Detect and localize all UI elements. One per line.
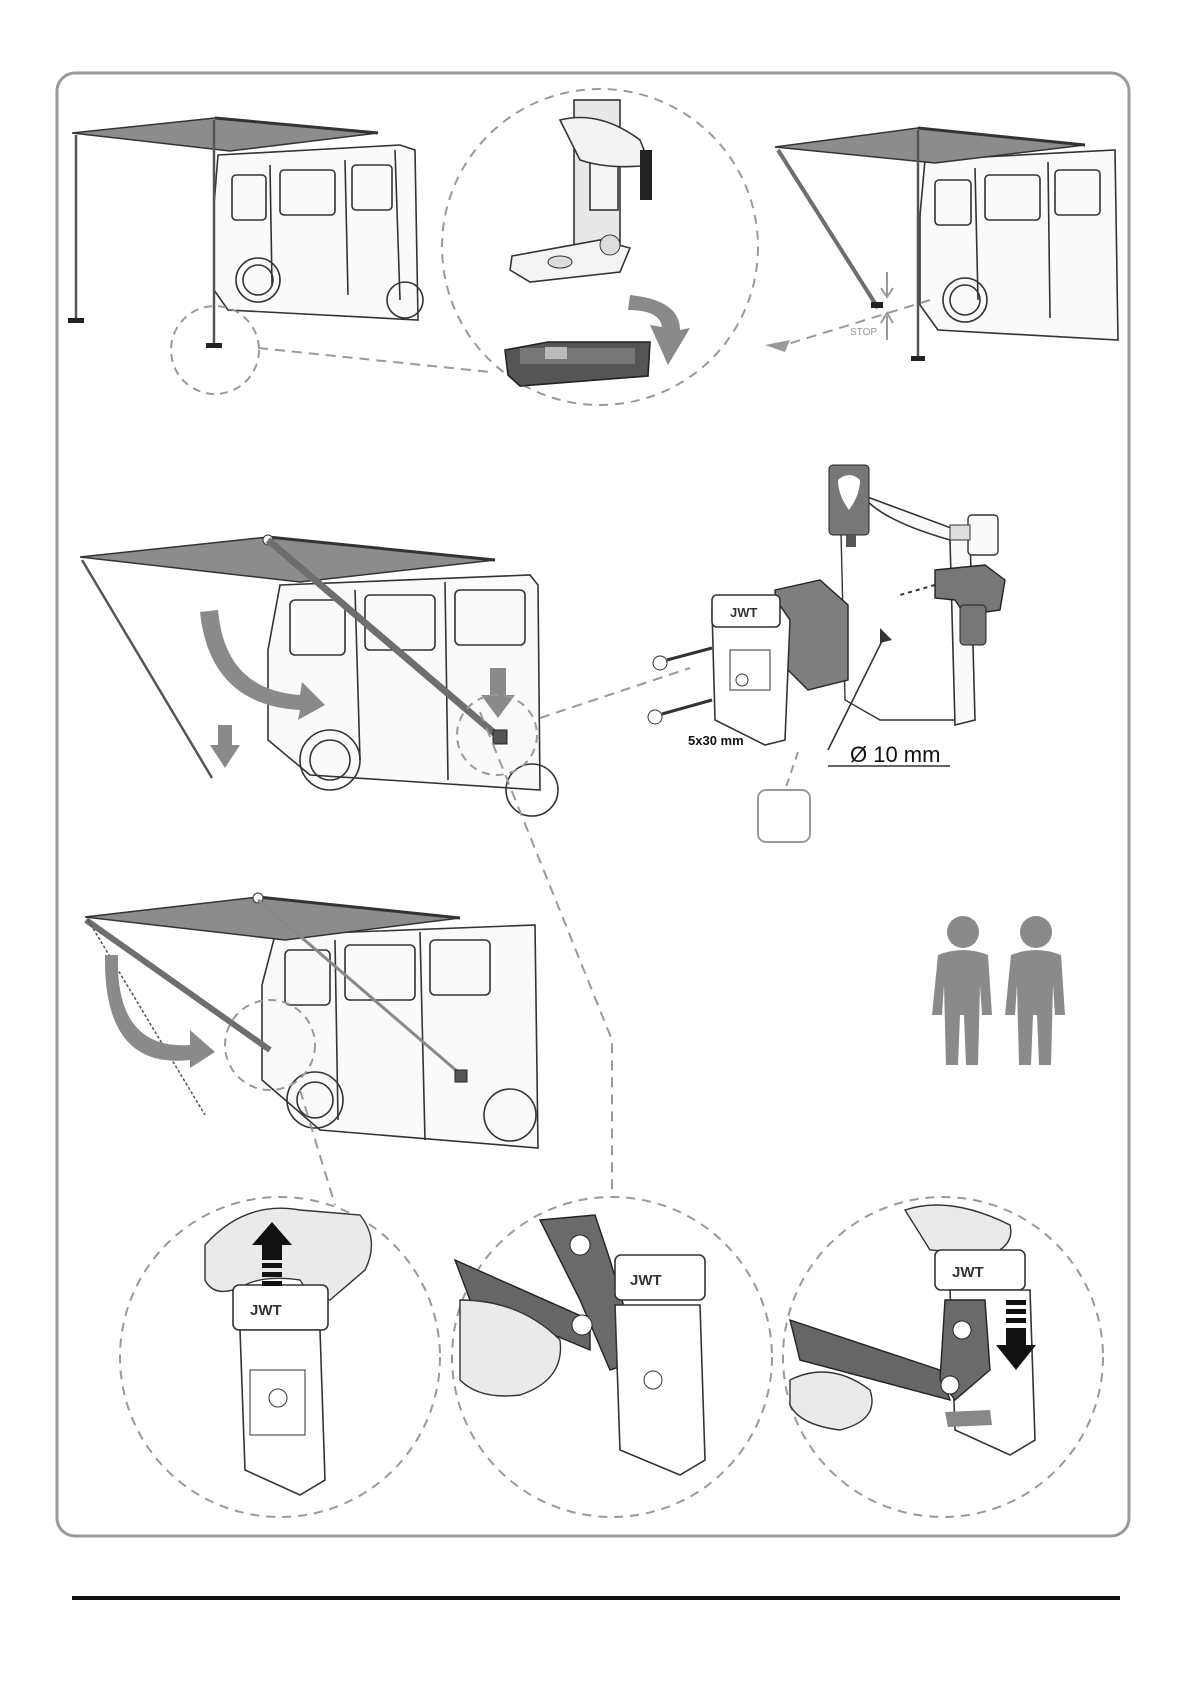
screw-icon: [653, 648, 712, 670]
support-pole: [778, 150, 878, 308]
footer-rule: [72, 1596, 1120, 1600]
stop-arrow-icon: [881, 272, 893, 297]
two-people-icon: [932, 916, 1065, 1065]
van-awning-lowering: [80, 535, 690, 816]
bracket-logo: JWT: [730, 605, 758, 620]
bracket-detail-insert: JWT: [452, 1197, 772, 1517]
van-awning-pole-tilted: STOP: [765, 128, 1118, 361]
bracket-detail-lock: JWT: [783, 1197, 1103, 1517]
van-illustration: [262, 925, 538, 1148]
van-illustration: [920, 150, 1118, 340]
screw-size-label: 5x30 mm: [688, 733, 744, 748]
pole-base-plate: [505, 342, 650, 386]
awning-canopy: [72, 118, 378, 151]
down-arrow-icon: [210, 725, 240, 768]
van-awning-poles-vertical: [68, 118, 490, 394]
stop-arrow-icon: [881, 313, 893, 340]
hand-icon: [790, 1372, 872, 1430]
bracket-mounting-detail: JWT 5x30 mm Ø 10 mm: [648, 465, 1005, 842]
pole-foot-detail: [442, 89, 758, 405]
bracket-logo: JWT: [952, 1264, 984, 1281]
stop-label: STOP: [850, 327, 877, 338]
bracket-detail-lift: JWT: [120, 1197, 440, 1517]
step-box: [758, 790, 810, 842]
drill-diameter-label: Ø 10 mm: [850, 742, 940, 767]
screw-icon: [648, 700, 712, 724]
sealant-tube-icon: [829, 465, 869, 547]
hand-icon: [905, 1205, 1011, 1255]
van-illustration: [214, 145, 423, 320]
bracket-logo: JWT: [250, 1302, 282, 1319]
support-pole: [82, 560, 212, 778]
bracket-logo: JWT: [630, 1272, 662, 1289]
awning-bracket: JWT: [712, 595, 790, 745]
